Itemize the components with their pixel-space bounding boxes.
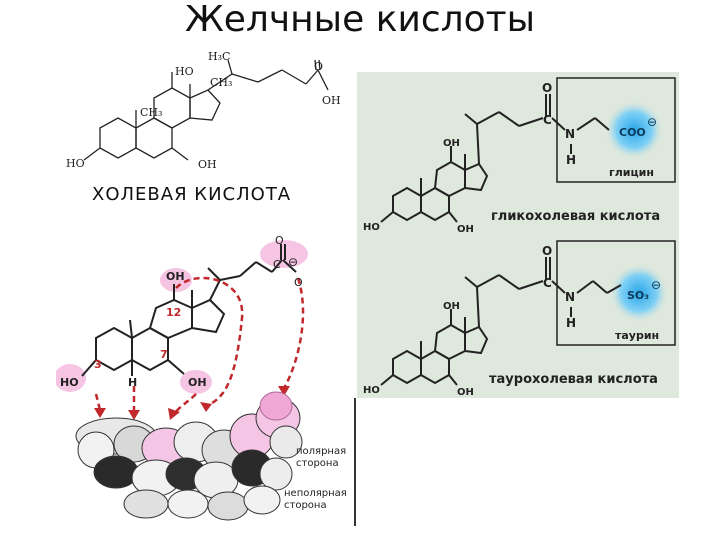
label-ch3-side: CH₃ xyxy=(210,76,232,89)
stereo-label-num-12: 12 xyxy=(166,306,181,319)
nonpolar-side-label-1: неполярная xyxy=(284,488,347,499)
divider-line xyxy=(354,398,356,526)
tauro-name: таурохолевая кислота xyxy=(489,372,658,387)
glycocholic-acid-structure: O C N H COO ⊖ глицин OH HO OH гликохолев… xyxy=(363,77,676,235)
tauro-oh: OH xyxy=(443,301,460,312)
label-ch3-left: CH₃ xyxy=(140,106,162,119)
tauro-c: C xyxy=(543,276,552,290)
stereo-label-o-top: O xyxy=(275,234,284,247)
tauro-ho: HO xyxy=(363,385,380,396)
stereo-label-num-7: 7 xyxy=(160,348,168,361)
tauro-n: N xyxy=(565,290,575,304)
tauro-h: H xyxy=(566,316,576,330)
tauro-ion: SO₃ xyxy=(627,289,649,302)
cholic-acid-structure: HO H₃C CH₃ CH₃ O OH HO OH xyxy=(66,50,341,171)
stereo-label-c: C xyxy=(273,258,281,271)
stereo-label-ho-3: HO xyxy=(60,376,79,389)
glyco-c: C xyxy=(543,113,552,127)
page-title: Желчные кислоты xyxy=(184,0,536,40)
conjugates-panel: O C N H COO ⊖ глицин OH HO OH гликохолев… xyxy=(357,72,679,398)
glyco-ion: COO xyxy=(619,126,646,139)
taurocholic-acid-structure: O C N H SO₃ ⊖ таурин OH HO OH таурохолев… xyxy=(363,240,676,398)
tauro-o: O xyxy=(542,244,552,258)
stereo-label-minus: ⊖ xyxy=(288,255,298,269)
label-o: O xyxy=(314,60,323,73)
glyco-h: H xyxy=(566,153,576,167)
glyco-oh2: OH xyxy=(457,224,474,235)
stereo-label-h: H xyxy=(128,376,137,389)
glyco-group: глицин xyxy=(609,166,654,179)
label-ho-top: HO xyxy=(175,65,194,78)
cholic-acid-stereo-diagram: O C ⊖ O OH 12 3 7 HO H OH полярная сторо… xyxy=(56,234,347,521)
polar-side-label-2: сторона xyxy=(296,458,339,469)
label-oh-acid: OH xyxy=(322,94,341,107)
nonpolar-side-label-2: сторона xyxy=(284,500,327,511)
glyco-n: N xyxy=(565,127,575,141)
tauro-group: таурин xyxy=(615,329,659,342)
glyco-oh: OH xyxy=(443,138,460,149)
label-ho-left: HO xyxy=(66,157,85,170)
stereo-label-oh-7: OH xyxy=(188,376,207,389)
tauro-charge: ⊖ xyxy=(651,278,661,292)
stereo-label-num-3: 3 xyxy=(94,358,102,371)
glyco-ho: HO xyxy=(363,222,380,233)
glyco-o: O xyxy=(542,81,552,95)
glyco-name: гликохолевая кислота xyxy=(491,209,660,224)
label-h3c: H₃C xyxy=(208,50,230,63)
glyco-charge: ⊖ xyxy=(647,115,657,129)
cholic-acid-name: ХОЛЕВАЯ КИСЛОТА xyxy=(92,184,292,205)
stereo-label-oh-12: OH xyxy=(166,270,185,283)
stereo-label-o-bottom: O xyxy=(294,276,303,289)
polar-side-label-1: полярная xyxy=(296,446,346,457)
tauro-oh2: OH xyxy=(457,387,474,398)
label-oh-bottom: OH xyxy=(198,158,217,171)
